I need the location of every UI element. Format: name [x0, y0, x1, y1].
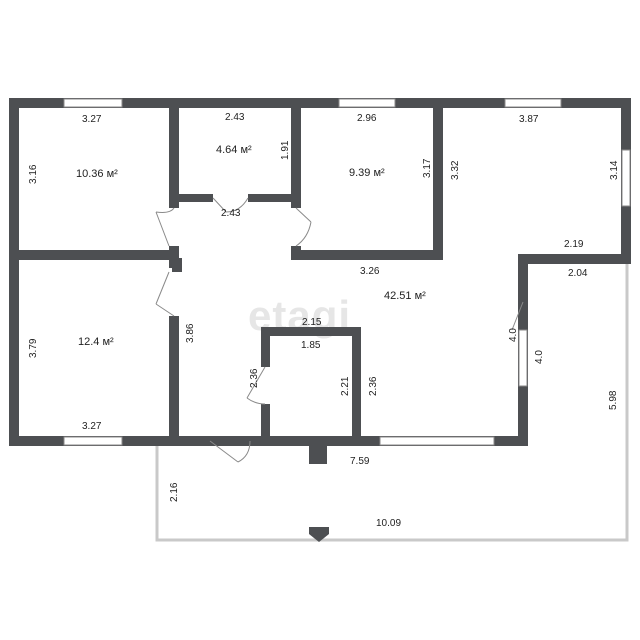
windows	[63, 98, 631, 446]
dim-2-36-a: 2.36	[249, 368, 260, 388]
dim-3-87: 3.87	[519, 114, 539, 125]
dim-2-21: 2.21	[340, 376, 351, 396]
dim-2-15: 2.15	[302, 317, 322, 328]
dim-3-14: 3.14	[609, 160, 620, 180]
dim-2-43: 2.43	[225, 112, 245, 123]
door-room-top-mid	[295, 207, 312, 247]
dim-3-79: 3.79	[28, 338, 39, 358]
dim-3-16: 3.16	[28, 164, 39, 184]
room-area-bathroom: 4.64 м²	[216, 144, 252, 156]
door-bathroom	[212, 197, 249, 213]
dim-3-17: 3.17	[422, 158, 433, 178]
dim-2-19: 2.19	[564, 239, 584, 250]
horizontal-dimensions: 3.27 2.43 2.43 2.96 3.87 2.19 2.04 3.26 …	[82, 112, 588, 529]
dim-7-59: 7.59	[350, 456, 370, 467]
dim-3-27-top: 3.27	[82, 114, 102, 125]
terrace-outline	[155, 260, 629, 542]
window-top-mid	[338, 98, 396, 108]
dim-3-27-bottom: 3.27	[82, 421, 102, 432]
room-area-bottom-left: 12.4 м²	[78, 336, 114, 348]
room-area-top-left: 10.36 м²	[76, 168, 118, 180]
window-top-right	[504, 98, 562, 108]
door-entrance	[209, 440, 251, 463]
window-terrace	[518, 329, 528, 387]
dim-1-85: 1.85	[301, 340, 321, 351]
dim-3-86: 3.86	[185, 323, 196, 343]
dim-2-96: 2.96	[357, 113, 377, 124]
door-room-top-left	[155, 207, 175, 247]
dim-2-04: 2.04	[568, 268, 588, 279]
room-area-top-mid: 9.39 м²	[349, 167, 385, 179]
dim-4-0-b: 4.0	[534, 350, 545, 364]
dim-5-98: 5.98	[608, 390, 619, 410]
dim-2-16: 2.16	[169, 482, 180, 502]
door-closet	[246, 366, 266, 405]
dim-1-91: 1.91	[280, 140, 291, 160]
room-area-living: 42.51 м²	[384, 290, 426, 302]
door-terrace	[511, 301, 524, 331]
outer-walls	[9, 98, 631, 446]
dim-3-26: 3.26	[360, 266, 380, 277]
window-bottom-left	[63, 436, 123, 446]
interior-walls	[9, 98, 528, 464]
doors	[155, 197, 524, 463]
window-right	[621, 149, 631, 207]
dim-4-0-a: 4.0	[508, 328, 519, 342]
dim-10-09: 10.09	[376, 518, 401, 529]
vertical-dimensions: 3.16 1.91 3.17 3.32 3.14 3.79 3.86 2.36 …	[28, 140, 620, 502]
dim-2-43-b: 2.43	[221, 208, 241, 219]
window-bottom-mid	[379, 436, 495, 446]
window-top-left	[63, 98, 123, 108]
dim-3-32: 3.32	[450, 160, 461, 180]
terrace-marker-bottom	[309, 527, 329, 542]
door-room-bottom-left	[155, 271, 175, 317]
dim-2-36-b: 2.36	[368, 376, 379, 396]
